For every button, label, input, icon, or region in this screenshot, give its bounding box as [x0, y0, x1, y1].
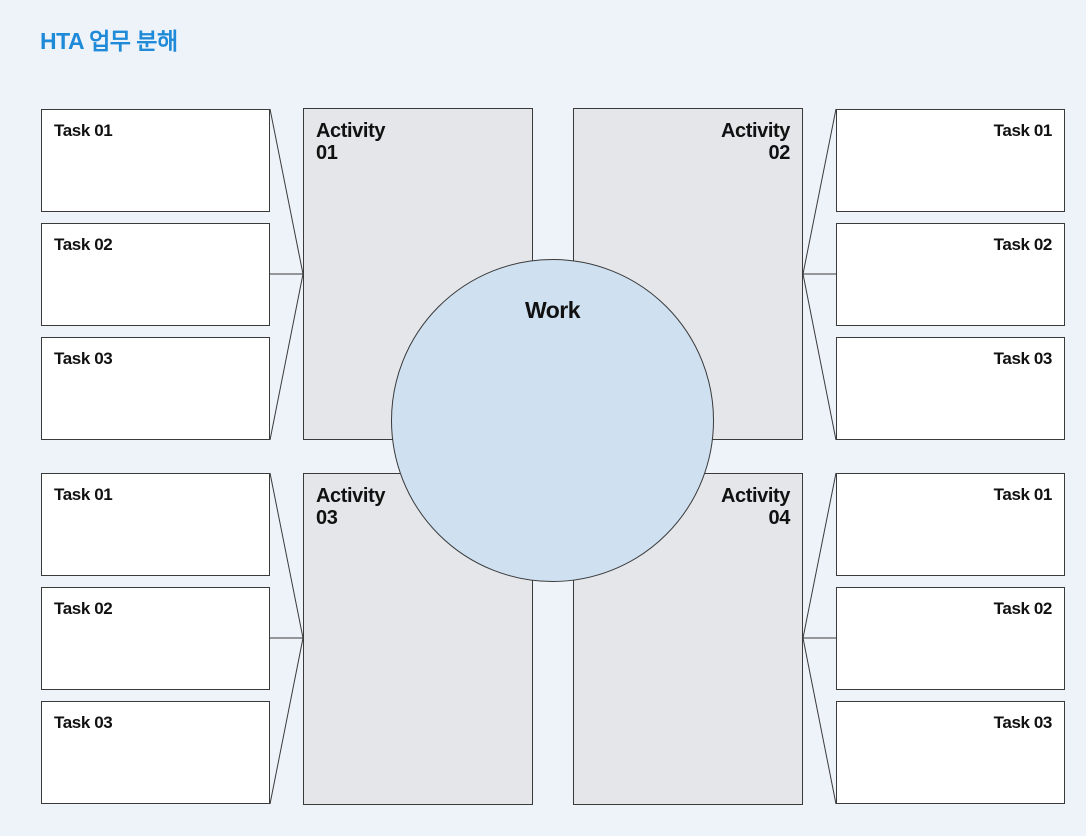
task-label: Task 01	[54, 485, 113, 504]
activity-04-task-03[interactable]: Task 03	[836, 701, 1065, 804]
task-label: Task 02	[993, 235, 1053, 254]
activity-03-task-02[interactable]: Task 02	[41, 587, 270, 690]
activity-04-task-02[interactable]: Task 02	[836, 587, 1065, 690]
connector-line-activity-03-task-01	[269, 472, 304, 639]
connector-line-activity-02-task-01	[802, 108, 837, 275]
activity-01-task-01[interactable]: Task 01	[41, 109, 270, 212]
connector-line-activity-01-task-01	[269, 108, 304, 275]
task-label: Task 02	[54, 235, 113, 254]
task-label: Task 01	[993, 121, 1053, 140]
activity-01-task-03[interactable]: Task 03	[41, 337, 270, 440]
connector-line-activity-01-task-03	[269, 273, 304, 441]
task-label: Task 03	[54, 349, 113, 368]
connector-line-activity-02-task-03	[802, 273, 837, 441]
activity-02-task-02[interactable]: Task 02	[836, 223, 1065, 326]
activity-label-01: Activity 01	[316, 120, 385, 164]
task-label: Task 03	[993, 349, 1053, 368]
task-label: Task 03	[993, 713, 1053, 732]
activity-03-task-01[interactable]: Task 01	[41, 473, 270, 576]
task-label: Task 01	[993, 485, 1053, 504]
page-title: HTA 업무 분해	[40, 28, 178, 54]
task-label: Task 02	[993, 599, 1053, 618]
task-label: Task 02	[54, 599, 113, 618]
activity-label-04-line2: 04	[768, 507, 791, 529]
activity-02-task-01[interactable]: Task 01	[836, 109, 1065, 212]
work-circle[interactable]: Work	[391, 259, 714, 582]
activity-label-03-line1: Activity	[316, 485, 386, 507]
activity-04-task-01[interactable]: Task 01	[836, 473, 1065, 576]
task-label: Task 03	[54, 713, 113, 732]
connector-line-activity-04-task-03	[802, 637, 837, 805]
activity-label-01-line2: 01	[316, 142, 338, 164]
activity-label-04: Activity 04	[721, 485, 790, 529]
activity-label-01-line1: Activity	[316, 120, 386, 142]
activity-box-04[interactable]: Activity 04	[573, 473, 803, 805]
activity-label-03-line2: 03	[316, 507, 338, 529]
activity-label-03: Activity 03	[316, 485, 385, 529]
task-label: Task 01	[54, 121, 113, 140]
activity-label-02-line1: Activity	[720, 120, 790, 142]
activity-label-04-line1: Activity	[720, 485, 790, 507]
work-label: Work	[524, 297, 581, 323]
activity-02-task-03[interactable]: Task 03	[836, 337, 1065, 440]
activity-label-02-line2: 02	[768, 142, 791, 164]
activity-label-02: Activity 02	[721, 120, 790, 164]
connector-line-activity-04-task-01	[802, 472, 837, 639]
activity-01-task-02[interactable]: Task 02	[41, 223, 270, 326]
connector-line-activity-03-task-03	[269, 637, 304, 805]
activity-03-task-03[interactable]: Task 03	[41, 701, 270, 804]
